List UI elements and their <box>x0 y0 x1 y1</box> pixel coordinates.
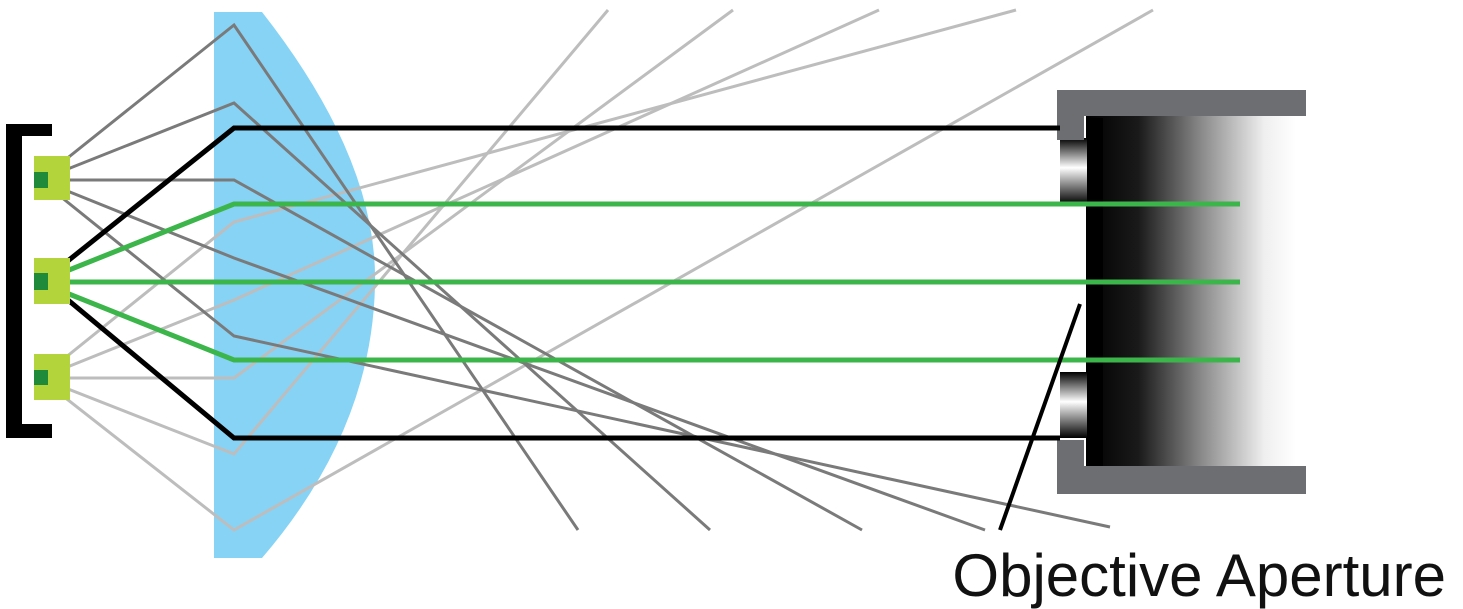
objective-housing-top <box>1057 90 1306 140</box>
illumination-rays <box>43 201 1240 363</box>
condenser-lens <box>214 12 376 558</box>
aperture-ring-upper <box>1060 138 1090 204</box>
objective-barrel-interior <box>1086 116 1296 466</box>
stray-rays-light <box>39 8 1154 532</box>
objective-housing-bottom <box>1057 440 1306 494</box>
led-bottom <box>34 354 70 400</box>
objective-aperture-label: Objective Aperture <box>952 542 1446 609</box>
led-array-bracket <box>6 124 52 438</box>
stray-rays-dark <box>39 22 1111 532</box>
aperture-stop <box>1087 118 1103 466</box>
aperture-ring-lower <box>1060 372 1090 438</box>
marginal-rays <box>42 125 1060 441</box>
led-top <box>34 156 70 200</box>
aperture-pointer-line <box>998 303 1082 531</box>
led-center <box>34 258 70 304</box>
